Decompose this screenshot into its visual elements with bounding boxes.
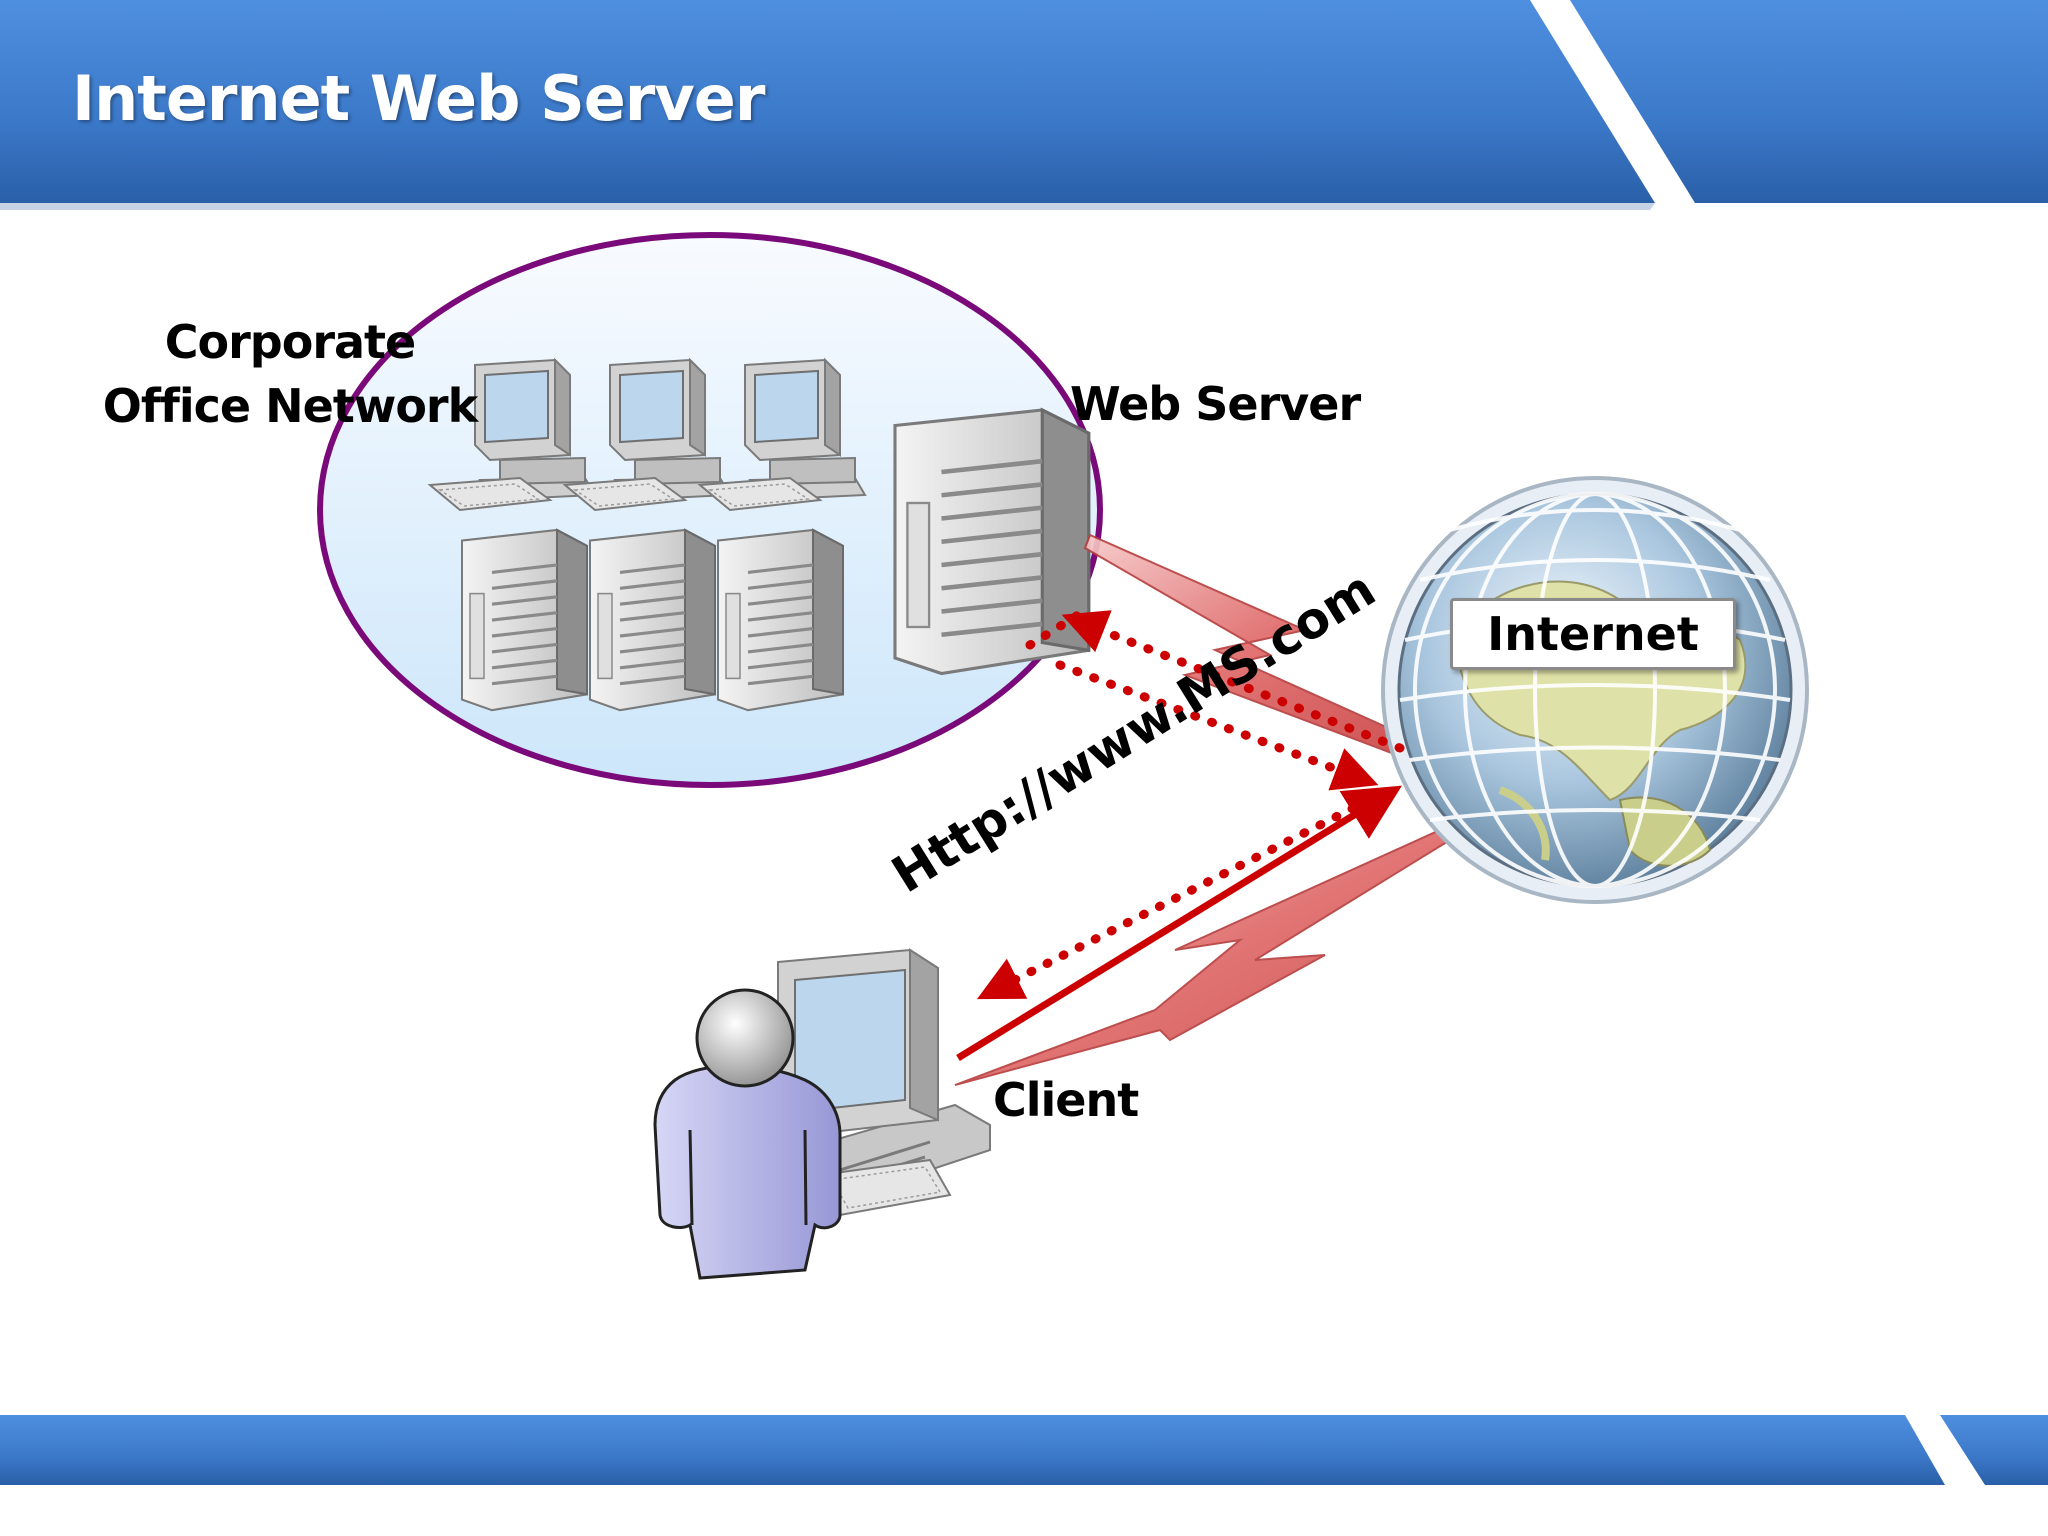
header-banner [0,0,2048,210]
client-user-icon [653,988,842,1280]
corporate-network-label: Corporate Office Network [70,310,510,438]
corporate-network-label-line1: Corporate [164,315,417,369]
server-icon-1 [460,528,589,712]
internet-label: Internet [1487,607,1699,661]
client-link-bolt [954,828,1452,1086]
corporate-network-label-line2: Office Network [102,379,478,433]
http-traffic-arrows [956,610,1405,1061]
footer-banner [0,1415,2048,1485]
client-label: Client [993,1073,1139,1127]
web-server-label: Web Server [1070,377,1361,431]
server-icon-2 [588,528,717,712]
internet-label-box: Internet [1450,598,1736,670]
internet-globe-icon [1381,476,1809,904]
web-server-icon [895,410,1089,674]
server-icon-3 [716,528,845,712]
slide-title: Internet Web Server [72,62,765,135]
